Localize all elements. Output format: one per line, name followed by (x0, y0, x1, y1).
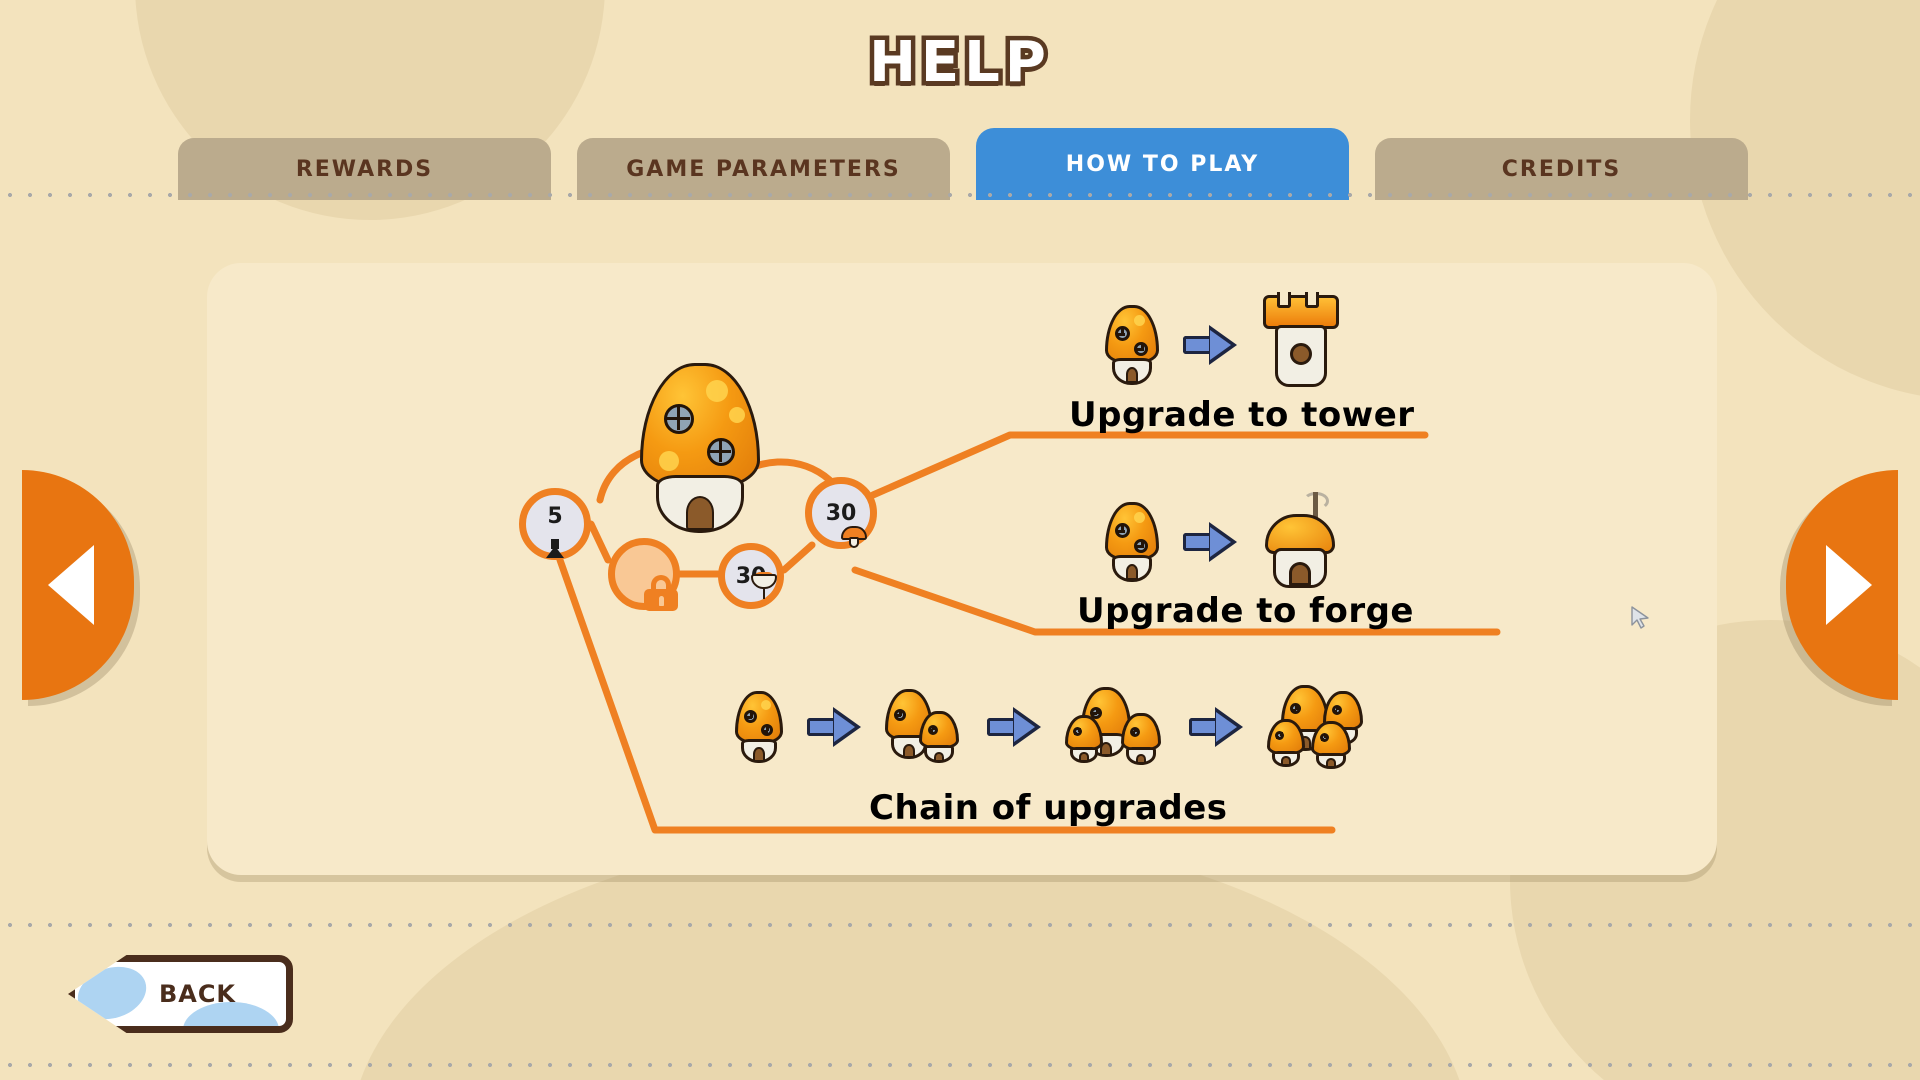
chevron-right-icon (1826, 545, 1872, 625)
chevron-left-icon (48, 545, 94, 625)
tower-icon (1261, 292, 1341, 395)
tab-bar: REWARDS GAME PARAMETERS HOW TO PLAY CRED… (178, 128, 1748, 200)
divider-top (0, 192, 1920, 198)
mushroom-house-icon (735, 691, 783, 763)
tab-how-to-play[interactable]: HOW TO PLAY (976, 128, 1349, 200)
mushroom-house-icon (1105, 502, 1159, 582)
mushroom-cluster-2-icon (885, 689, 963, 765)
mushroom-cap (640, 363, 760, 489)
mouse-cursor (1631, 606, 1649, 629)
right-arrow-icon (1183, 325, 1237, 365)
mushroom-cluster-3-icon (1065, 687, 1165, 767)
caption-upgrade-forge: Upgrade to forge (1077, 591, 1414, 631)
arrow-up-icon (546, 526, 564, 558)
tab-rewards[interactable]: REWARDS (178, 138, 551, 200)
cap-spot (706, 380, 728, 402)
divider-bottom (0, 1062, 1920, 1068)
node-value: 30 (825, 500, 857, 526)
mushroom-house-icon (1105, 305, 1159, 385)
back-button-label: BACK (158, 980, 237, 1008)
right-arrow-icon (1189, 707, 1243, 747)
mushroom-cluster-4-icon (1267, 685, 1367, 769)
back-button[interactable]: BACK (68, 955, 293, 1033)
tab-game-parameters[interactable]: GAME PARAMETERS (577, 138, 950, 200)
caption-upgrade-tower: Upgrade to tower (1069, 395, 1415, 435)
cap-spot (728, 407, 745, 424)
right-arrow-icon (987, 707, 1041, 747)
node-food-cost[interactable]: 30 (805, 477, 877, 549)
caption-chain-of-upgrades: Chain of upgrades (869, 788, 1228, 828)
right-arrow-icon (807, 707, 861, 747)
page-title: HELP (865, 26, 1051, 100)
row-chain-of-upgrades (725, 685, 1377, 769)
door-icon (685, 495, 715, 530)
forge-icon (1261, 492, 1339, 592)
node-population-cost[interactable]: 5 (519, 488, 591, 560)
node-locked[interactable] (608, 538, 680, 611)
row-upgrade-tower (1095, 292, 1351, 395)
right-arrow-icon (1183, 522, 1237, 562)
main-mushroom-house-icon (640, 363, 760, 533)
cap-spot (659, 451, 680, 472)
row-upgrade-forge (1095, 492, 1349, 592)
previous-page-button[interactable] (22, 470, 134, 700)
how-to-play-panel (207, 263, 1717, 875)
node-potion-cost[interactable]: 30 (718, 543, 784, 609)
divider-middle (0, 922, 1920, 928)
window-icon (707, 437, 736, 466)
tab-credits[interactable]: CREDITS (1375, 138, 1748, 200)
node-value: 5 (547, 503, 563, 529)
next-page-button[interactable] (1786, 470, 1898, 700)
window-icon (664, 403, 694, 434)
